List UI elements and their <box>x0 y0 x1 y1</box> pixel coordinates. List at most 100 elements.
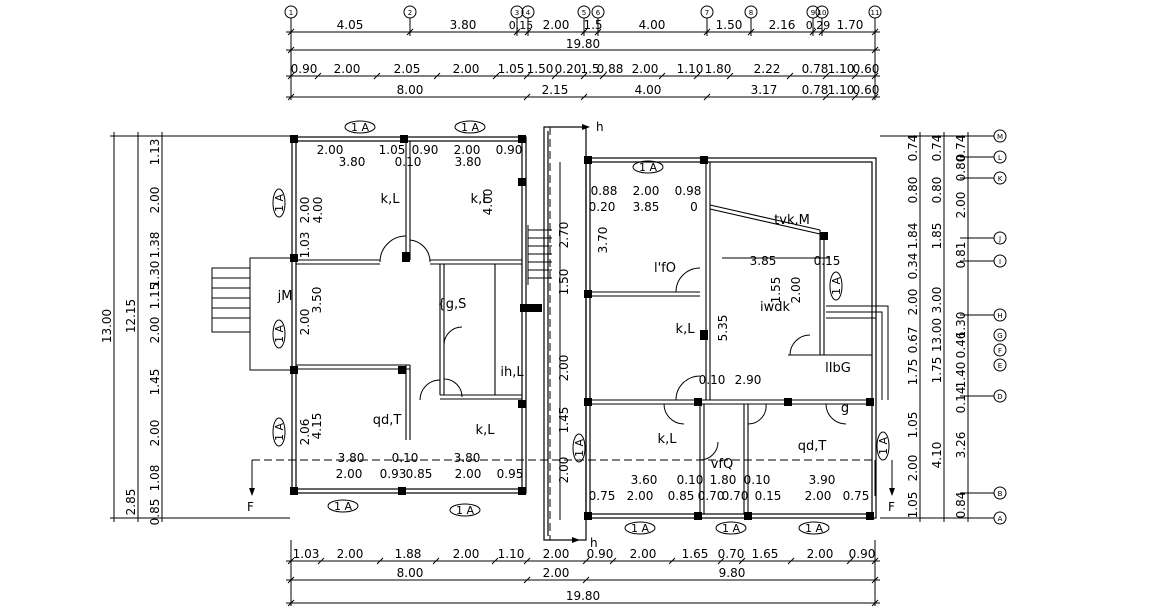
grid-axis-label: D <box>997 393 1002 401</box>
grid-axis-label: 7 <box>705 9 709 17</box>
section-lines <box>252 127 876 540</box>
dim-text: 1.10 <box>828 83 855 97</box>
dim-text: 0.10 <box>744 473 771 487</box>
window-tag: 1 A <box>573 439 586 457</box>
dim-text: 9.80 <box>719 566 746 580</box>
dim-text: 1.85 <box>930 223 944 250</box>
window-tag: 1 A <box>639 161 657 174</box>
dim-text: 3.70 <box>596 227 610 254</box>
dim-text: 0.93 <box>380 467 407 481</box>
section-mark: F <box>247 500 254 514</box>
dim-text: 2.00 <box>805 489 832 503</box>
dim-text: 4.00 <box>639 18 666 32</box>
grid-axis-11: 11 <box>868 5 882 19</box>
dim-text: 1.70 <box>837 18 864 32</box>
dim-text: 1.50 <box>527 62 554 76</box>
dim-text: 1.05 <box>906 492 920 519</box>
dim-text: 3.80 <box>450 18 477 32</box>
dim-text: 5.35 <box>716 315 730 342</box>
dim-text: 0.85 <box>148 499 162 526</box>
section-mark: h <box>590 536 598 550</box>
grid-axis-label: L <box>998 154 1002 162</box>
dim-text: 0.74 <box>930 135 944 162</box>
dim-text: 2.00 <box>633 184 660 198</box>
interior-dimensions: 2.00 1.05 0.90 2.00 0.90 3.80 0.10 3.80 … <box>317 143 870 503</box>
dim-text: 4.00 <box>311 197 325 224</box>
dim-text: 0.20 <box>589 200 616 214</box>
interior-vertical-dimensions: 2.00 4.00 4.00 3.70 5.35 2.00 1.55 4.15 … <box>298 189 803 484</box>
grid-axis-label: 6 <box>596 9 601 17</box>
dim-text: 2.00 <box>906 455 920 482</box>
left-dimension-texts: 13.00 12.15 2.85 0.85 1.08 2.00 1.45 2.0… <box>100 139 162 526</box>
dim-text: 0.90 <box>587 547 614 561</box>
dim-text: 1.65 <box>682 547 709 561</box>
dim-text: 0.15 <box>755 489 782 503</box>
dim-text: 3.17 <box>751 83 778 97</box>
dim-text: 8.00 <box>397 83 424 97</box>
dim-text: 2.00 <box>543 566 570 580</box>
columns <box>290 135 874 520</box>
dim-text: 1.45 <box>557 407 571 434</box>
dim-text: 2.00 <box>632 62 659 76</box>
dim-text: 2.00 <box>627 489 654 503</box>
window-tag: 1 A <box>273 194 286 212</box>
dim-text: 1.05 <box>906 412 920 439</box>
dim-text: 0.80 <box>906 177 920 204</box>
doors <box>379 235 847 461</box>
window-tag: 1 A <box>351 121 369 134</box>
grid-axis-5: 5 <box>577 5 591 19</box>
dim-text: 2.85 <box>124 489 138 516</box>
dim-text: 2.00 <box>455 467 482 481</box>
top-dimension-texts: 4.05 3.80 0.15 2.00 1.5 4.00 1.50 2.16 0… <box>291 18 880 97</box>
window-tag: 1 A <box>830 277 843 295</box>
room-label: lIbG <box>825 361 851 376</box>
section-mark: F <box>888 500 895 514</box>
dim-text: 0.78 <box>802 62 829 76</box>
dim-text: 2.00 <box>298 197 312 224</box>
grid-axis-4: 4 <box>521 5 535 19</box>
dim-text: 1.65 <box>752 547 779 561</box>
room-label: k,L <box>381 192 401 207</box>
dim-text: 0.80 <box>930 177 944 204</box>
window-tag: 1 A <box>631 522 649 535</box>
dim-text: 2.00 <box>557 355 571 382</box>
dim-text: 0.10 <box>699 373 726 387</box>
dim-text: 1.30 <box>148 261 162 288</box>
dim-text: 2.15 <box>542 83 569 97</box>
dim-text: 0.74 <box>954 135 968 162</box>
room-label: {g,S <box>438 297 467 312</box>
dim-text: 0.90 <box>496 143 523 157</box>
dim-text: 2.90 <box>735 373 762 387</box>
dim-text: 3.60 <box>631 473 658 487</box>
dim-text: 2.00 <box>148 317 162 344</box>
bottom-dimension-texts: 1.03 2.00 1.88 2.00 1.10 2.00 0.90 2.00 … <box>293 547 876 603</box>
dim-text: 0.10 <box>677 473 704 487</box>
room-label: k,L <box>471 192 491 207</box>
window-tag: 1 A <box>456 504 474 517</box>
top-grid-axes: 1 2 3 4 5 6 7 8 9 10 11 <box>284 5 882 19</box>
dim-text: 0.75 <box>589 489 616 503</box>
dim-text: 0.88 <box>597 62 624 76</box>
dim-text: 2.05 <box>394 62 421 76</box>
grid-axis-label: F <box>998 347 1002 355</box>
dim-text: 0.60 <box>853 83 880 97</box>
dim-text: 2.00 <box>954 192 968 219</box>
dim-text: 4.10 <box>930 442 944 469</box>
dim-text: 0.34 <box>906 253 920 280</box>
dim-text: 1.13 <box>148 139 162 166</box>
grid-axis-label: K <box>998 175 1003 183</box>
room-label: l'fO <box>654 261 676 276</box>
grid-axis-label: 5 <box>582 9 586 17</box>
left-dimension-chains <box>110 132 290 522</box>
grid-axis-1: 1 <box>284 5 298 19</box>
interior-walls <box>296 141 872 514</box>
grid-axis-label: 11 <box>871 9 880 17</box>
dim-text: 0.29 <box>806 19 831 32</box>
dim-text: 13.00 <box>930 318 944 352</box>
room-label: qd,T <box>373 413 402 428</box>
dim-text: 0.98 <box>675 184 702 198</box>
dim-text: 2.06 <box>298 419 312 446</box>
dim-text: 3.00 <box>930 287 944 314</box>
dim-text: 1.75 <box>930 357 944 384</box>
dim-text: 2.00 <box>148 187 162 214</box>
